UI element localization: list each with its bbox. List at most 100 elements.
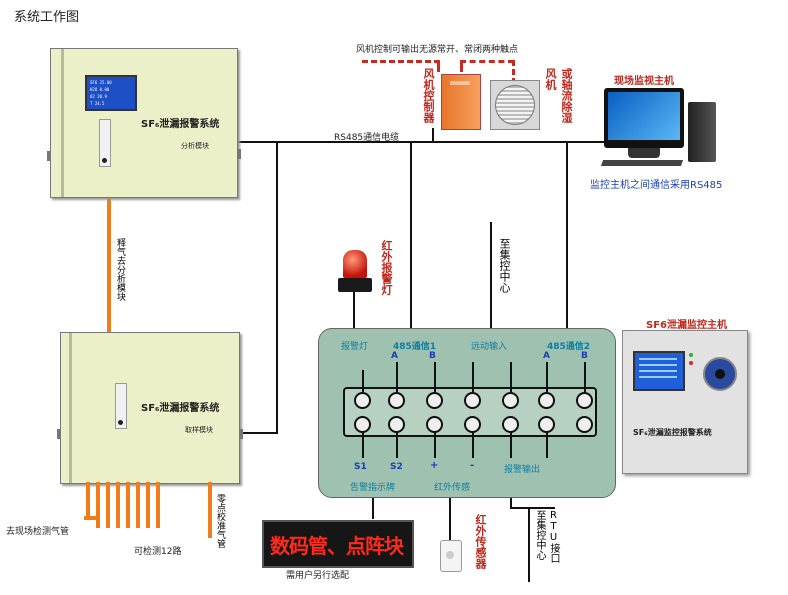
term-stub [510, 362, 512, 392]
terminal-screw [426, 392, 443, 409]
indicator-strip [115, 383, 127, 429]
host-screen [633, 351, 685, 391]
ir-sensor-label: 红外传感器 [474, 514, 487, 569]
terminal-screw [354, 392, 371, 409]
terminal-group-ir: 红外传感 [434, 483, 471, 493]
terminal-screw [464, 416, 481, 433]
rtu-link-h [510, 507, 555, 509]
terminal-group-sign: 告警指示牌 [350, 483, 396, 493]
terminal-label-485-2: 485通信2 [547, 342, 591, 352]
sampler-title: SF₆泄漏报警系统 [141, 403, 220, 414]
fan-label: 或轴流除湿风机 [544, 68, 573, 123]
terminal-screw [502, 416, 519, 433]
fan-wire-3v [512, 60, 515, 84]
rtu-link-v2 [528, 507, 530, 582]
detect-pipe [126, 482, 130, 528]
hinge-icon [239, 429, 243, 439]
term-stub [362, 370, 364, 392]
rs485-label: RS485通信电缆 [334, 133, 400, 143]
analyzer-left-rail [61, 49, 64, 197]
terminal-screw [426, 416, 443, 433]
main-host-panel: SF₆泄漏监控报警系统 [622, 330, 748, 474]
terminal-screw [538, 392, 555, 409]
term-stub [396, 432, 398, 458]
terminal-ab: A [391, 351, 398, 361]
alarm-light-link-v [353, 292, 355, 329]
field-pipe-label: 去现场检测气管 [6, 527, 70, 537]
pc-tower-icon [688, 102, 716, 162]
fan-note: 风机控制可输出无源常开、常闭两种触点 [356, 45, 519, 55]
screen-line: SF6 25.00 [90, 80, 112, 85]
rs485-cable-drop-1 [410, 141, 412, 329]
led-link-v [372, 495, 374, 519]
terminal-screw [388, 392, 405, 409]
pc-cable-v [566, 141, 568, 329]
analyzer-title: SF₆泄漏报警系统 [141, 119, 220, 130]
hinge-icon [47, 151, 51, 161]
alarm-light-label: 红外报警灯 [380, 240, 393, 295]
screen-line: T 24.5 [90, 101, 105, 106]
channels-label: 可检测12路 [134, 547, 182, 557]
led-icon [689, 353, 693, 357]
term-stub [546, 432, 548, 458]
detect-pipe [116, 482, 120, 528]
terminal-ab: B [581, 351, 588, 361]
analyzer-module-label: 分析模块 [181, 142, 209, 150]
zero-label: 零点校准气管 [215, 494, 225, 548]
indicator-strip [99, 119, 111, 167]
hinge-icon [237, 149, 241, 159]
sampler-box: SF₆泄漏报警系统 取样模块 [57, 332, 243, 484]
pc-note: 监控主机之间通信采用RS485 [590, 180, 723, 191]
nav-pad-icon [703, 357, 737, 391]
terminal-bottom-plus: + [430, 460, 439, 471]
field-pipe-h [84, 516, 96, 520]
pc-cable-h [566, 141, 638, 143]
term-stub [396, 362, 398, 392]
fan-controller-label: 风机控制器 [422, 68, 435, 123]
terminal-screw [538, 416, 555, 433]
fan-wire-1 [362, 60, 440, 63]
analyzer-screen: SF6 25.00 H2O 0.00 O2 20.9 T 24.5 [85, 75, 137, 111]
detect-pipe [96, 482, 100, 528]
fan-wire-2v [460, 60, 463, 72]
screen-line: O2 20.9 [90, 94, 107, 99]
led-sign-text: 数码管、点阵块 [270, 534, 404, 558]
main-host-panel-title: SF₆泄漏监控报警系统 [633, 428, 712, 437]
page-title: 系统工作图 [14, 10, 80, 25]
keyboard-icon [600, 160, 684, 166]
terminal-screw [464, 392, 481, 409]
rs485-cable [236, 141, 568, 143]
rtu-label: RTU接口 [548, 510, 559, 563]
detect-pipe [86, 482, 90, 518]
detect-pipe [106, 482, 110, 528]
terminal-bottom-s2: S2 [390, 462, 403, 472]
terminal-bottom-s1: S1 [354, 462, 367, 472]
term-stub [434, 362, 436, 392]
terminal-bottom-alarm-out: 报警输出 [504, 465, 541, 475]
terminal-screw [354, 416, 371, 433]
led-sign-note: 需用户另行选配 [286, 571, 350, 581]
hinge-icon [57, 429, 61, 439]
terminal-label-remote: 远动输入 [471, 342, 508, 352]
term-stub [510, 432, 512, 458]
gas-path-label: 释气去分析模块 [115, 238, 125, 301]
term-stub [434, 432, 436, 458]
gas-pipe [107, 196, 111, 334]
detect-pipe [146, 482, 150, 528]
center-bottom-label: 至集控中心 [534, 510, 545, 560]
pc-title: 现场监视主机 [614, 76, 674, 87]
terminal-label-485-1: 485通信1 [393, 342, 437, 352]
fan-controller [441, 74, 481, 130]
fan-icon [490, 80, 540, 130]
term-stub [546, 362, 548, 392]
link-cable-h2 [238, 432, 278, 434]
terminal-ab: B [429, 351, 436, 361]
ir-sensor-icon [440, 540, 462, 572]
main-host-label: SF6泄漏监控主机 [646, 320, 727, 331]
terminal-screw [576, 392, 593, 409]
term-stub [362, 432, 364, 458]
analyzer-box: SF6 25.00 H2O 0.00 O2 20.9 T 24.5 SF₆泄漏报… [47, 48, 241, 198]
link-cable-v [276, 141, 278, 434]
screen-line: H2O 0.00 [90, 87, 110, 92]
ir-link-v [449, 495, 451, 540]
